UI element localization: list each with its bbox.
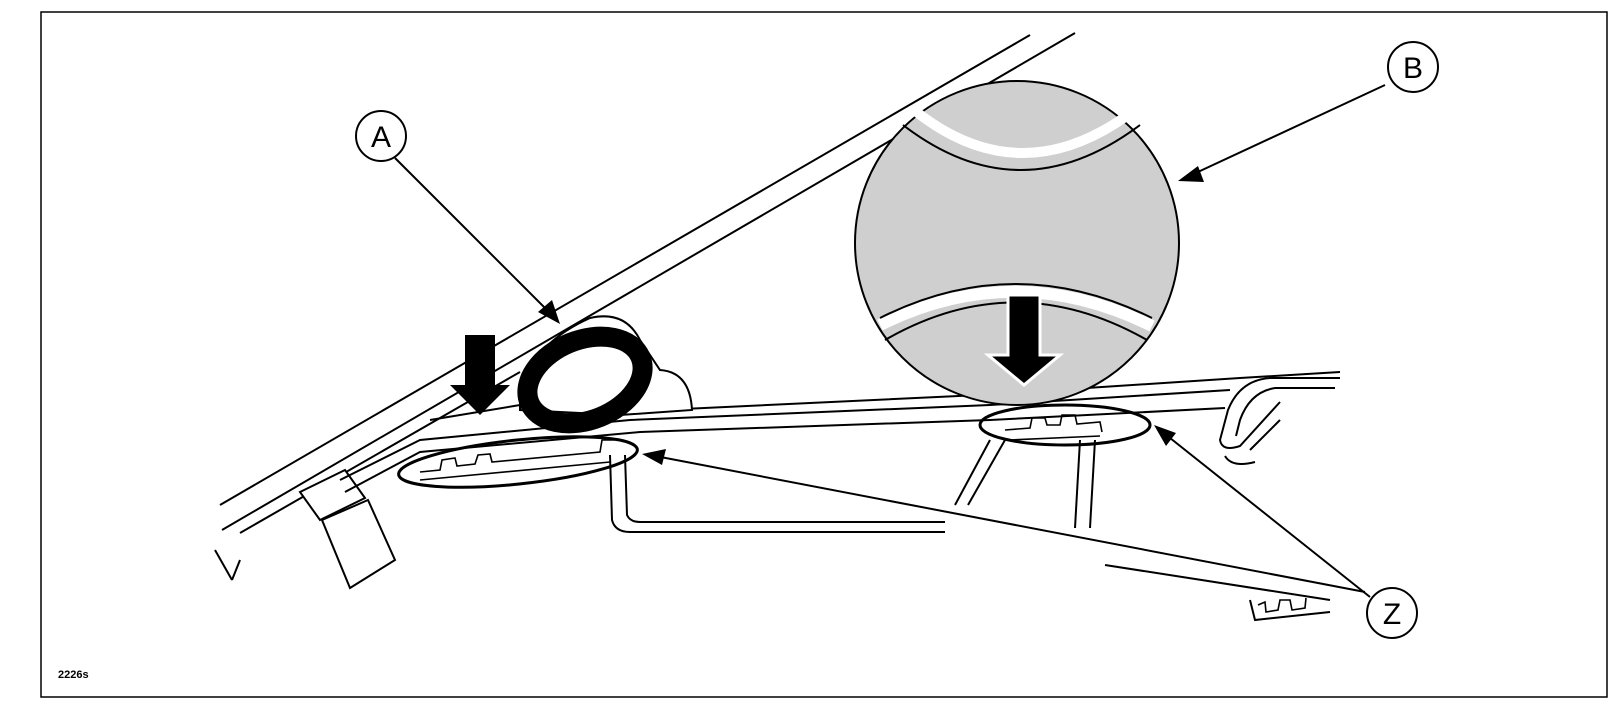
highlight-ellipse-right (978, 403, 1152, 447)
clip-teeth (419, 414, 1307, 613)
down-arrow-detail (983, 293, 1065, 387)
left-bracket (214, 468, 397, 590)
detail-magnifier (854, 80, 1180, 406)
leader-arrowheads (538, 166, 1204, 465)
figure-id-label: 2226s (58, 669, 89, 681)
callout-a: A (355, 110, 407, 162)
figure-border (40, 11, 1608, 698)
leader-lines (394, 84, 1386, 598)
dashboard-trim (339, 371, 1341, 622)
callout-b-label: B (1403, 52, 1423, 85)
callout-b: B (1387, 41, 1439, 93)
highlight-ellipse-left (397, 435, 639, 489)
seal-ring (517, 326, 653, 434)
down-arrow-left (450, 335, 510, 415)
callout-z: Z (1366, 587, 1418, 639)
callout-z-label: Z (1383, 598, 1401, 631)
callout-a-label: A (371, 121, 391, 154)
